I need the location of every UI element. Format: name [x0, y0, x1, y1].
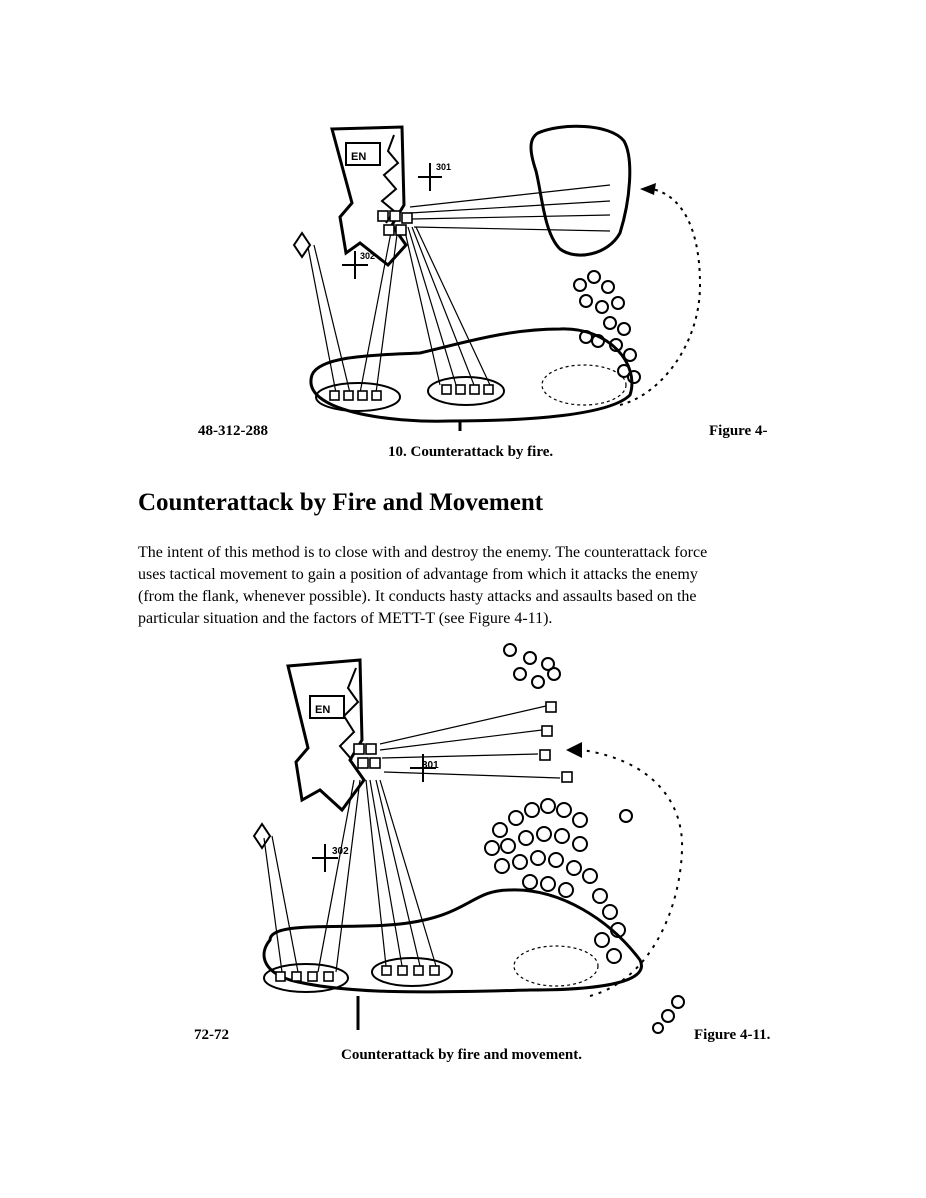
reserve-position	[513, 945, 599, 987]
paragraph-line: uses tactical movement to gain a positio…	[138, 566, 698, 583]
figure-4-10-label: Figure 4-	[709, 423, 768, 439]
objective-oval	[529, 124, 632, 257]
svg-text:301: 301	[436, 162, 451, 172]
enemy-label: EN	[315, 704, 330, 716]
wooded-area-north	[503, 643, 561, 689]
maneuver-arrowhead	[640, 183, 656, 195]
front-line	[338, 667, 360, 761]
fire-lines-vertical	[263, 779, 437, 973]
reserve-position	[541, 364, 627, 406]
unit-group-middle-tanks	[441, 384, 494, 395]
wooded-area-main	[484, 798, 633, 964]
figure-4-10-code: 48-312-288	[198, 423, 268, 439]
enemy-penetration-arrow	[330, 125, 408, 268]
checkpoint-302: 302	[342, 251, 375, 279]
checkpoint-301: 301	[418, 162, 451, 191]
svg-text:301: 301	[422, 760, 439, 771]
wooded-area	[573, 270, 641, 384]
enemy-box	[309, 695, 345, 719]
enemy-units-cluster	[353, 743, 381, 769]
svg-text:302: 302	[360, 251, 375, 261]
enemy-label: EN	[351, 151, 366, 163]
figure-4-11-code: 72-72	[194, 1027, 229, 1043]
friendly-marker	[252, 822, 272, 850]
paragraph-line: particular situation and the factors of …	[138, 610, 553, 627]
boundary-line	[309, 327, 634, 423]
figure-4-11-caption: Counterattack by fire and movement.	[341, 1047, 582, 1063]
section-paragraph: The intent of this method is to close wi…	[138, 542, 788, 630]
maneuver-units	[539, 701, 573, 783]
unit-group-left-tanks	[329, 390, 382, 401]
enemy-units-cluster	[377, 210, 413, 236]
section-heading: Counterattack by Fire and Movement	[138, 489, 544, 516]
unit-group-left-tanks	[275, 971, 334, 982]
figure-4-11-label: Figure 4-11.	[694, 1027, 771, 1043]
unit-group-left	[315, 382, 401, 412]
enemy-box	[345, 142, 381, 166]
paragraph-line: The intent of this method is to close wi…	[138, 544, 708, 561]
figure-4-10-caption: 10. Counterattack by fire.	[388, 444, 554, 460]
unit-group-middle	[371, 957, 453, 987]
front-line	[380, 134, 400, 224]
fire-lines-vertical	[307, 226, 491, 394]
bottom-right-unit	[652, 995, 685, 1034]
fire-lines-horizontal	[409, 184, 611, 232]
enemy-penetration-arrow	[286, 658, 366, 813]
paragraph-line: (from the flank, whenever possible). It …	[138, 588, 697, 605]
unit-group-middle	[427, 376, 505, 406]
unit-group-left	[263, 963, 349, 993]
fire-lines-horizontal	[379, 705, 561, 779]
boundary-line	[262, 888, 643, 994]
friendly-marker	[292, 231, 312, 259]
maneuver-arrow	[581, 749, 684, 997]
checkpoint-302: 302	[312, 844, 349, 872]
checkpoint-301: 301	[410, 754, 439, 782]
maneuver-arrowhead	[566, 742, 582, 758]
figure-4-11-diagram: EN 301 302	[252, 643, 685, 1034]
unit-group-middle-tanks	[381, 965, 440, 976]
figure-4-10-diagram: EN 301 302	[292, 124, 702, 431]
maneuver-arrow	[619, 188, 702, 406]
